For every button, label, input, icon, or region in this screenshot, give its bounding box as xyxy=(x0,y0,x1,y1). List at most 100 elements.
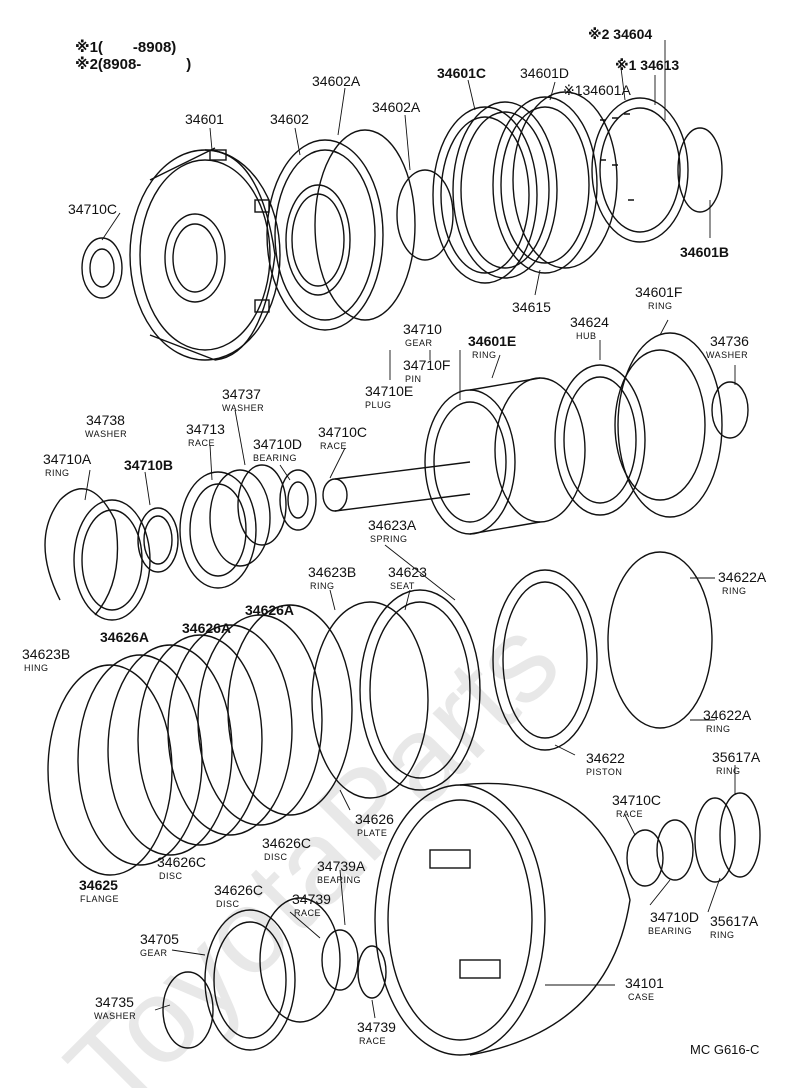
washer-34735 xyxy=(162,971,214,1049)
label-34738: 34738 xyxy=(86,412,125,428)
label-34601B: 34601B xyxy=(680,244,730,260)
desc-34710C-bot: RACE xyxy=(616,809,644,819)
desc-34710: GEAR xyxy=(405,338,433,348)
label-34735: 34735 xyxy=(95,994,134,1010)
label-34604: ※2 34604 xyxy=(588,26,653,42)
label-34625: 34625 xyxy=(79,877,118,893)
desc-34710D-mid: BEARING xyxy=(253,453,298,463)
label-34710D-bot: 34710D xyxy=(650,909,700,925)
label-34623B-1: 34623B xyxy=(308,564,357,580)
label-34739-1: 34739 xyxy=(292,891,331,907)
label-34622A-2: 34622A xyxy=(703,707,752,723)
desc-34622A-1: RING xyxy=(722,586,747,596)
label-34601D: 34601D xyxy=(520,65,570,81)
bearing-34710D-bot xyxy=(656,819,694,881)
label-34710C-top: 34710C xyxy=(68,201,118,217)
label-35617A-1: 35617A xyxy=(712,749,761,765)
label-34626A-3: 34626A xyxy=(100,629,150,645)
label-35617A-2: 35617A xyxy=(710,913,759,929)
label-34623A: 34623A xyxy=(368,517,417,533)
hub-34624 xyxy=(554,349,706,516)
washer-34710C-top xyxy=(81,237,123,299)
desc-34710A: RING xyxy=(45,468,70,478)
bearing-34739A xyxy=(321,929,359,991)
label-34601C: 34601C xyxy=(437,65,487,81)
race-34739 xyxy=(357,945,387,999)
desc-34710F: PIN xyxy=(405,374,422,384)
desc-34626: PLATE xyxy=(357,828,388,838)
label-34710: 34710 xyxy=(403,321,442,337)
label-34710C-bot: 34710C xyxy=(612,792,662,808)
gear-34710B xyxy=(73,499,179,621)
desc-34739-2: RACE xyxy=(359,1036,387,1046)
label-34710C-mid: 34710C xyxy=(318,424,368,440)
label-34615: 34615 xyxy=(512,299,551,315)
ring-34601F xyxy=(617,332,723,518)
label-34602: 34602 xyxy=(270,111,309,127)
label-34710D-mid: 34710D xyxy=(253,436,303,452)
desc-34101: CASE xyxy=(628,992,655,1002)
desc-34623: SEAT xyxy=(390,581,415,591)
washer-34737 xyxy=(237,464,287,546)
label-34626A-1: 34626A xyxy=(245,602,295,618)
label-34710E: 34710E xyxy=(365,383,414,399)
label-34710A: 34710A xyxy=(43,451,92,467)
desc-34623A: SPRING xyxy=(370,534,408,544)
gear-34705 xyxy=(204,897,341,1051)
desc-34626C-3: DISC xyxy=(216,899,240,909)
leader-lines xyxy=(84,40,736,1019)
ring-34602A-inner xyxy=(396,169,454,261)
label-34602A-1: 34602A xyxy=(312,73,361,89)
label-34710F: 34710F xyxy=(403,357,451,373)
label-34710B: 34710B xyxy=(124,457,174,473)
clutch-pack xyxy=(47,604,353,876)
desc-34626C-1: DISC xyxy=(264,852,288,862)
desc-34737: WASHER xyxy=(222,403,265,413)
desc-34626C-2: DISC xyxy=(159,871,183,881)
race-34713 xyxy=(179,469,271,589)
label-34623B-2: 34623B xyxy=(22,646,71,662)
spring-pack-34604 xyxy=(591,97,689,243)
label-34705: 34705 xyxy=(140,931,179,947)
seat-34623 xyxy=(359,589,481,791)
ring-35617A-a xyxy=(694,797,736,883)
label-34626C-2: 34626C xyxy=(157,854,207,870)
piston-34602 xyxy=(266,139,384,331)
ring-34602A-outer xyxy=(314,129,416,321)
ring-34601B xyxy=(677,127,723,213)
label-34622A-1: 34622A xyxy=(718,569,767,585)
desc-34705: GEAR xyxy=(140,948,168,958)
shaft-34710 xyxy=(322,461,471,512)
label-34601A: ※134601A xyxy=(563,82,631,98)
desc-34622: PISTON xyxy=(586,767,623,777)
desc-34624: HUB xyxy=(576,331,597,341)
label-34739-2: 34739 xyxy=(357,1019,396,1035)
desc-35617A-2: RING xyxy=(710,930,735,940)
desc-34710E: PLUG xyxy=(365,400,392,410)
desc-34739-1: RACE xyxy=(294,908,322,918)
label-34624: 34624 xyxy=(570,314,609,330)
snap-ring-34710A xyxy=(44,488,119,616)
plates-34601C xyxy=(432,101,558,284)
label-34626C-3: 34626C xyxy=(214,882,264,898)
label-34626A-2: 34626A xyxy=(182,620,232,636)
desc-34736: WASHER xyxy=(706,350,749,360)
desc-34739A: BEARING xyxy=(317,875,362,885)
plates-34601D xyxy=(492,91,618,274)
desc-34623B-2: HING xyxy=(24,663,49,673)
desc-34625: FLANGE xyxy=(80,894,120,904)
desc-34622A-2: RING xyxy=(706,724,731,734)
bearing-34710D-mid xyxy=(279,469,317,531)
label-34601E: 34601E xyxy=(468,333,517,349)
label-34736: 34736 xyxy=(710,333,749,349)
carrier-34601E xyxy=(424,377,586,535)
note-2: ※2(8908- ) xyxy=(75,56,192,73)
desc-34710D-bot: BEARING xyxy=(648,926,693,936)
desc-34601E: RING xyxy=(472,350,497,360)
desc-34601F: RING xyxy=(648,301,673,311)
race-34710C-bot xyxy=(626,829,664,887)
desc-34713: RACE xyxy=(188,438,216,448)
label-34601: 34601 xyxy=(185,111,224,127)
